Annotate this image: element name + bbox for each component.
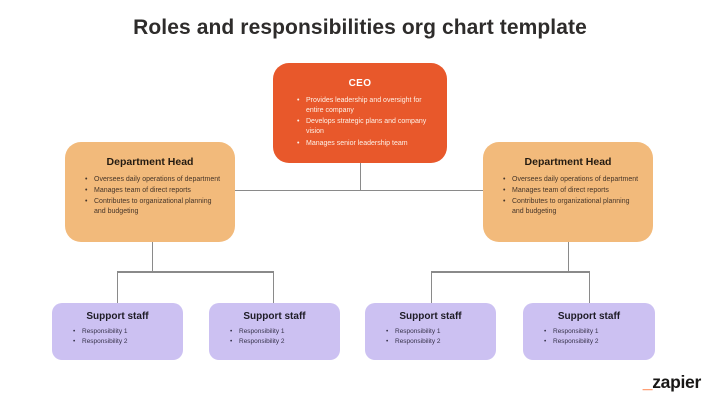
connector-support3-vertical	[430, 271, 432, 303]
support-staff-node-1: Support staff Responsibility 1 Responsib…	[52, 303, 183, 360]
department-head-bullet: Contributes to organizational planning a…	[85, 197, 225, 217]
support-staff-bullet-list: Responsibility 1 Responsibility 2	[73, 327, 183, 347]
support-staff-title: Support staff	[243, 311, 306, 322]
connector-left-horizontal	[116, 271, 274, 273]
support-staff-bullet: Responsibility 2	[230, 337, 340, 347]
ceo-bullet: Provides leadership and oversight for en…	[297, 96, 432, 116]
department-head-bullet: Manages team of direct reports	[503, 186, 643, 196]
support-staff-bullet-list: Responsibility 1 Responsibility 2	[544, 327, 655, 347]
department-head-title: Department Head	[524, 156, 612, 168]
department-head-bullet: Oversees daily operations of department	[85, 175, 225, 185]
ceo-bullet: Manages senior leadership team	[297, 139, 432, 149]
support-staff-node-3: Support staff Responsibility 1 Responsib…	[365, 303, 496, 360]
support-staff-title: Support staff	[399, 311, 462, 322]
connector-dept-right-vertical	[567, 242, 569, 272]
support-staff-bullet: Responsibility 2	[73, 337, 183, 347]
department-head-bullet-list: Oversees daily operations of department …	[503, 175, 653, 218]
page-title: Roles and responsibilities org chart tem…	[133, 16, 587, 39]
support-staff-node-4: Support staff Responsibility 1 Responsib…	[523, 303, 655, 360]
ceo-node: CEO Provides leadership and oversight fo…	[273, 63, 447, 163]
connector-support2-vertical	[272, 271, 274, 303]
support-staff-bullet-list: Responsibility 1 Responsibility 2	[230, 327, 340, 347]
support-staff-node-2: Support staff Responsibility 1 Responsib…	[209, 303, 340, 360]
connector-support4-vertical	[588, 271, 590, 303]
support-staff-bullet: Responsibility 2	[544, 337, 655, 347]
support-staff-title: Support staff	[86, 311, 149, 322]
connector-ceo-vertical	[359, 163, 361, 190]
support-staff-bullet-list: Responsibility 1 Responsibility 2	[386, 327, 496, 347]
support-staff-bullet: Responsibility 1	[544, 327, 655, 337]
zapier-logo-text: zapier	[652, 372, 701, 392]
zapier-logo-underscore: _	[642, 372, 653, 392]
support-staff-bullet: Responsibility 1	[73, 327, 183, 337]
department-head-bullet: Contributes to organizational planning a…	[503, 197, 643, 217]
connector-main-horizontal	[235, 189, 483, 191]
department-head-bullet: Oversees daily operations of department	[503, 175, 643, 185]
department-head-bullet-list: Oversees daily operations of department …	[85, 175, 235, 218]
ceo-bullet: Develops strategic plans and company vis…	[297, 117, 432, 137]
department-head-bullet: Manages team of direct reports	[85, 186, 225, 196]
connector-right-horizontal	[430, 271, 590, 273]
connector-dept-left-vertical	[151, 242, 153, 272]
support-staff-bullet: Responsibility 1	[230, 327, 340, 337]
support-staff-bullet: Responsibility 2	[386, 337, 496, 347]
support-staff-title: Support staff	[557, 311, 621, 322]
department-head-node-right: Department Head Oversees daily operation…	[483, 142, 653, 242]
support-staff-bullet: Responsibility 1	[386, 327, 496, 337]
ceo-bullet-list: Provides leadership and oversight for en…	[297, 96, 447, 149]
department-head-title: Department Head	[106, 156, 194, 168]
ceo-node-title: CEO	[348, 78, 372, 89]
zapier-logo: _zapier	[642, 372, 702, 393]
connector-support1-vertical	[116, 271, 118, 303]
department-head-node-left: Department Head Oversees daily operation…	[65, 142, 235, 242]
